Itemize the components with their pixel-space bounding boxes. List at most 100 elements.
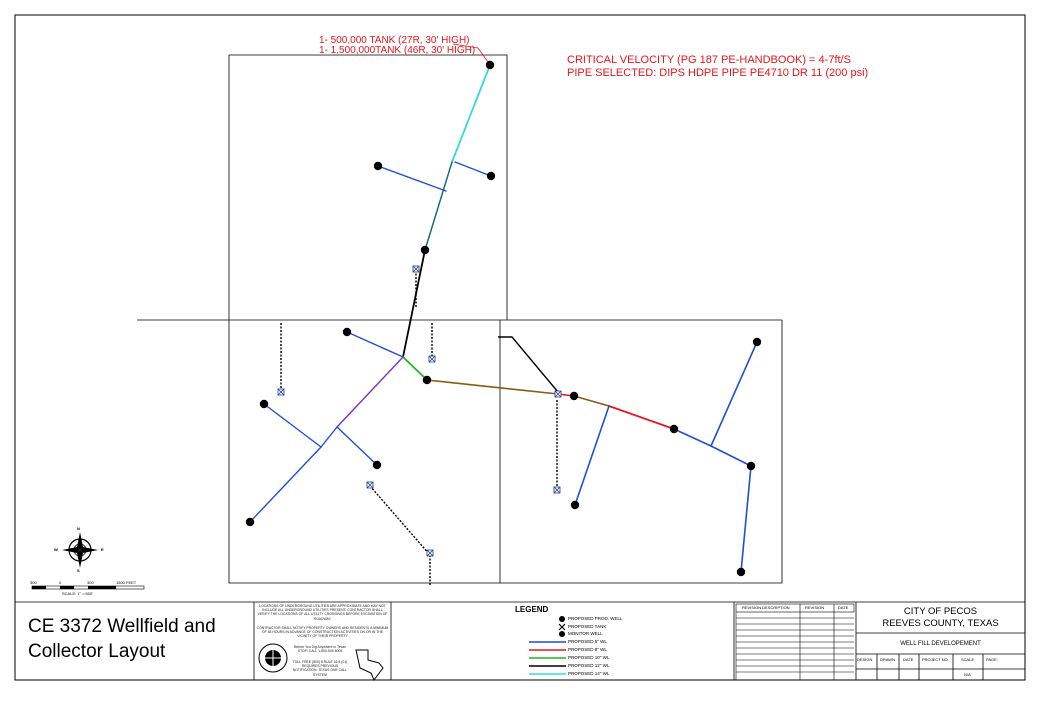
monitor-well-icon bbox=[559, 631, 565, 637]
legend-label-14in: PROPOSED 14" WL bbox=[568, 671, 610, 676]
tank-icon bbox=[366, 481, 374, 489]
velocity-note-line2: PIPE SELECTED: DIPS HDPE PIPE PE4710 DR … bbox=[567, 67, 869, 79]
date-header: DATE bbox=[838, 605, 849, 610]
revision-description-header: REVISION DESCRIPTION bbox=[742, 605, 790, 610]
city-line1: CITY OF PECOS bbox=[903, 606, 978, 617]
well-dot-icon bbox=[746, 461, 756, 471]
tank-icon bbox=[428, 355, 436, 363]
well-dot-icon bbox=[669, 424, 679, 434]
tank-note-line1: 1- 500,000 TANK (27R, 30' HIGH) bbox=[319, 35, 470, 46]
pipe-segment bbox=[573, 395, 610, 407]
tank-icon bbox=[553, 486, 561, 494]
compass-n: N bbox=[77, 526, 80, 531]
tank-markers bbox=[277, 265, 562, 557]
design-header: DESIGN bbox=[857, 657, 873, 662]
well-dot-icon bbox=[259, 399, 269, 409]
utility-note-2: CONTRACTOR SHALL NOTIFY PROPERTY OWNERS … bbox=[256, 626, 389, 639]
dig-note-1: Before You Dig Anywhere in Texas STOP! C… bbox=[294, 645, 346, 654]
pipe-segment bbox=[424, 161, 453, 251]
legend-label-tank: PROPOSED TANK bbox=[568, 624, 607, 629]
drawn-header: DRAWN bbox=[880, 657, 895, 662]
dig-seal-icon bbox=[258, 643, 288, 673]
velocity-note-line1: CRITICAL VELOCITY (PG 187 PE-HANDBOOK) =… bbox=[567, 54, 851, 66]
pipe-segment bbox=[426, 379, 559, 395]
legend-label-monitor: MONITOR WELL bbox=[568, 631, 603, 636]
compass-e: E bbox=[101, 547, 104, 552]
well-dot-icon bbox=[569, 391, 579, 401]
pipe-6in bbox=[336, 426, 378, 466]
legend-label-12in: PROPOSED 12" WL bbox=[568, 663, 610, 668]
revision-table-lines bbox=[735, 603, 855, 680]
scale-label-0: 300 bbox=[30, 580, 37, 585]
pipe-14in bbox=[451, 64, 491, 163]
well-dot-icon bbox=[422, 375, 432, 385]
revision-header: REVISION bbox=[805, 605, 825, 610]
pipe-6in bbox=[710, 445, 752, 467]
well-dot-icon bbox=[420, 245, 430, 255]
tank-x-icon bbox=[558, 623, 566, 631]
pipe-6in bbox=[710, 341, 758, 447]
well-dot-icon bbox=[736, 567, 746, 577]
pipe-10in bbox=[402, 356, 428, 381]
pipe-6in bbox=[263, 403, 322, 448]
pipe-6in bbox=[454, 161, 492, 177]
project-no-header: PROJECT NO. bbox=[922, 657, 949, 662]
tank-icon bbox=[277, 388, 285, 396]
legend-label-6in: PROPOSED 6" WL bbox=[568, 639, 607, 644]
well-dot-icon bbox=[342, 327, 352, 337]
scale-caption: SCALE: 1" = 600' bbox=[62, 591, 93, 596]
pipe-8in bbox=[608, 405, 675, 430]
legend-label-10in: PROPOSED 10" WL bbox=[568, 655, 610, 660]
pipe-segment bbox=[336, 356, 404, 428]
texas-outline-icon bbox=[355, 649, 384, 681]
well-dot-icon bbox=[372, 460, 382, 470]
well-dot-icon bbox=[485, 60, 495, 70]
dig-note-2: TOLL FREE (800) 8 RULE 16.8 (01) REQUIRE… bbox=[292, 660, 348, 677]
legend-label-8in: PROPOSED 8" WL bbox=[568, 647, 607, 652]
well-dot-icon bbox=[570, 500, 580, 510]
tank-icon bbox=[554, 390, 562, 398]
scale-header: SCALE bbox=[961, 657, 975, 662]
compass-rose-icon bbox=[62, 532, 98, 568]
scale-label-2: 300 bbox=[87, 580, 94, 585]
well-dot-icon bbox=[559, 616, 565, 622]
pipe-6in bbox=[320, 426, 338, 448]
sheet-name: WELL FILL DEVELOPEMENT bbox=[900, 641, 981, 647]
existing-lines bbox=[280, 270, 558, 585]
well-dot-icon bbox=[752, 337, 762, 347]
pipe-12in bbox=[402, 249, 426, 358]
tank-icon bbox=[426, 549, 434, 557]
existing-line-east bbox=[498, 336, 559, 393]
compass-w: W bbox=[54, 547, 58, 552]
date-header-bottom: DATE bbox=[903, 657, 914, 662]
pipe-6in bbox=[377, 165, 447, 192]
city-line2: REEVES COUNTY, TEXAS bbox=[882, 618, 999, 629]
pipe-6in bbox=[740, 465, 752, 573]
scale-label-1: 0 bbox=[59, 580, 62, 585]
sheet-border bbox=[14, 14, 1026, 681]
scale-bar-graphic bbox=[31, 585, 145, 590]
page-header: PAGE: bbox=[986, 657, 998, 662]
pipe-6in bbox=[346, 331, 404, 358]
pipe-network bbox=[249, 64, 758, 573]
tank-icon bbox=[412, 265, 420, 273]
well-markers bbox=[245, 60, 762, 577]
scale-value: N/A bbox=[964, 672, 971, 677]
tank-note-leader bbox=[452, 43, 489, 63]
well-dot-icon bbox=[486, 171, 496, 181]
compass-s: S bbox=[77, 568, 80, 573]
well-dot-icon bbox=[245, 517, 255, 527]
project-title-line1: CE 3372 Wellfield and bbox=[28, 616, 216, 637]
parcel-outlines bbox=[137, 54, 783, 584]
parcel-north bbox=[229, 54, 508, 320]
pipe-6in bbox=[249, 446, 322, 523]
legend-label-prod-well: PROPOSED PROD. WELL bbox=[568, 616, 623, 621]
title-block-frame bbox=[15, 601, 1025, 680]
well-dot-icon bbox=[373, 161, 383, 171]
utility-note-1: LOCATIONS OF UNDERGROUND UTILITIES ARE A… bbox=[257, 604, 388, 621]
legend-title: LEGEND bbox=[515, 605, 549, 614]
legend-symbols bbox=[529, 616, 566, 675]
project-title-line2: Collector Layout bbox=[28, 641, 166, 662]
